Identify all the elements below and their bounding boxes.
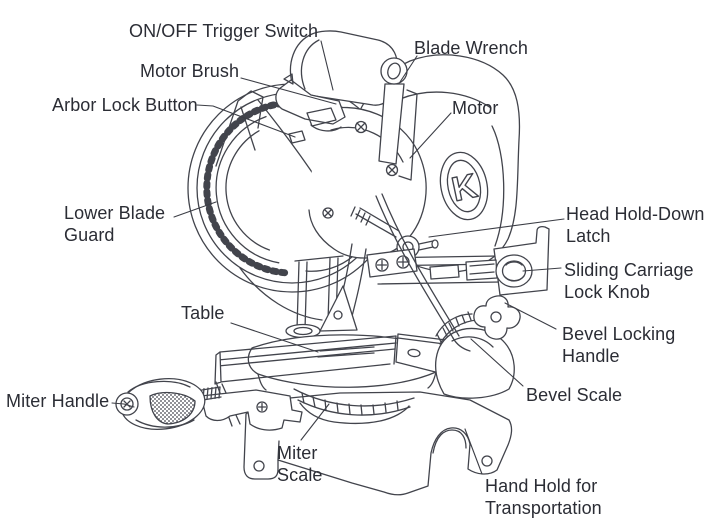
leader-arbor-lock-button [196,104,296,138]
label-on-off-trigger-switch: ON/OFF Trigger Switch [129,21,319,41]
label-sliding-carriage-lock-knob: Sliding Carriage Lock Knob [564,260,694,302]
leader-hand-hold [464,428,483,475]
label-bevel-scale: Bevel Scale [526,385,623,405]
hand-hold-cutout [432,429,467,454]
sliding-carriage-lock-knob-drawing [465,225,550,296]
power-cord-drawing [375,193,471,352]
leader-miter-scale [300,403,330,441]
leader-on-off-trigger-switch [320,40,334,91]
bevel-scale-drawing [435,311,515,399]
arbor-lock-button-drawing [288,130,306,144]
label-miter-handle: Miter Handle [6,391,110,411]
label-table: Table [181,303,225,323]
label-hand-hold: Hand Hold for Transportation [485,476,602,518]
base-drawing [243,391,513,496]
miter-scale-drawing [293,388,415,425]
leader-bevel-scale [470,338,524,387]
label-blade-wrench: Blade Wrench [414,38,528,58]
leader-head-hold-down-latch [428,218,565,238]
miter-handle-drawing [115,378,303,431]
leader-miter-handle [111,402,135,408]
label-bevel-locking-handle: Bevel Locking Handle [562,324,676,366]
leader-lower-blade-guard [173,201,217,218]
label-miter-scale: Miter Scale [277,443,323,485]
leader-motor-brush [240,77,337,105]
support-column-drawing [285,255,358,339]
leader-sliding-carriage-lock-knob [522,267,562,272]
handle-trigger-drawing [275,30,398,132]
label-arbor-lock-button: Arbor Lock Button [52,95,198,115]
label-motor: Motor [452,98,499,118]
leader-blade-wrench [399,55,418,83]
label-lower-blade-guard: Lower Blade Guard [64,203,166,245]
blade-wrench-drawing [378,57,418,181]
label-motor-brush: Motor Brush [140,61,240,81]
leader-lines [111,40,565,475]
leader-bevel-locking-handle [504,302,557,330]
leader-motor [409,112,452,159]
leader-table [230,322,319,353]
label-head-hold-down-latch: Head Hold-Down Latch [566,204,705,246]
